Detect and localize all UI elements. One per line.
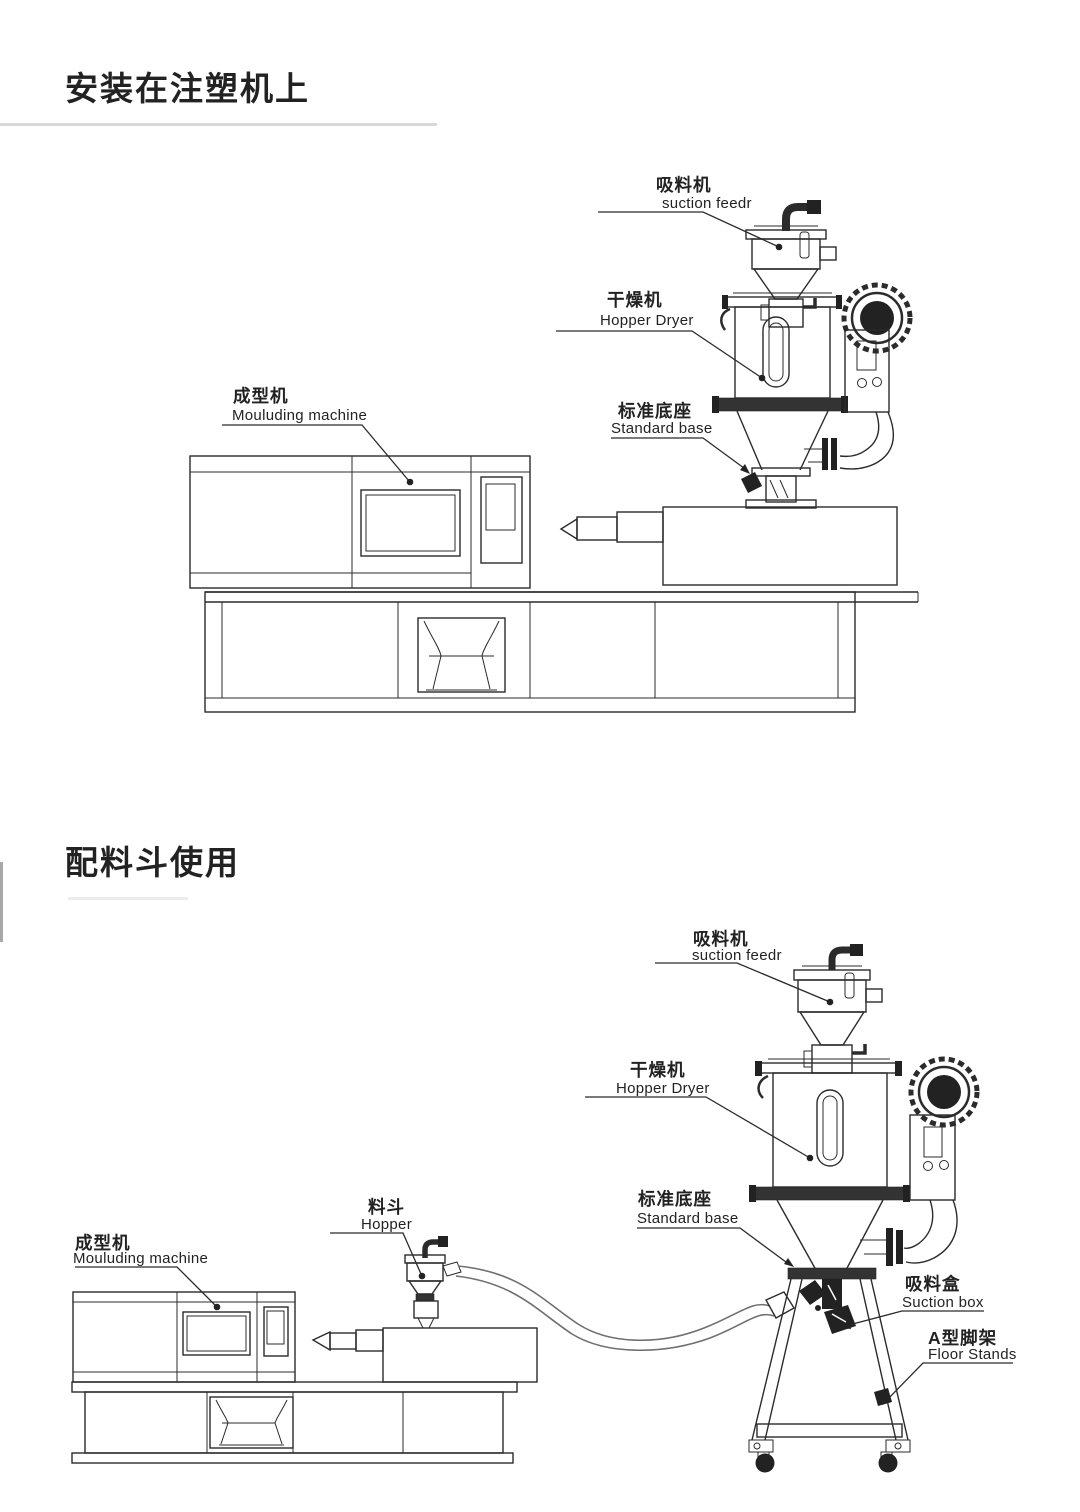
standard-base-bottom <box>787 1267 877 1280</box>
dryer-flange-top <box>715 397 845 412</box>
label-en: Standard base <box>637 1210 738 1227</box>
label-hopper-dryer-top: 干燥机 Hopper Dryer <box>556 290 766 382</box>
injection-unit-top <box>559 506 898 586</box>
control-knob <box>872 377 882 387</box>
machine-base-bottom <box>71 1381 518 1464</box>
blower-top <box>841 282 913 354</box>
base-funnel-panel <box>417 617 506 693</box>
control-knob <box>857 378 867 388</box>
label-hopper: 料斗 Hopper <box>330 1197 426 1280</box>
air-pipe-bottom <box>860 1199 958 1266</box>
label-en: Mouluding machine <box>73 1250 208 1267</box>
control-display-bottom <box>923 1126 943 1158</box>
label-suction-box: 吸料盒 Suction box <box>841 1274 984 1329</box>
feeder-pipe-cap <box>807 200 821 214</box>
sight-glass-top <box>762 316 790 388</box>
stand-crossbar <box>756 1423 903 1438</box>
caster-wheel <box>878 1451 898 1473</box>
label-en: Suction box <box>902 1294 984 1311</box>
injection-unit-bottom <box>311 1327 538 1383</box>
label-en: Floor Stands <box>928 1346 1017 1363</box>
air-pipe-top <box>804 411 895 470</box>
faint-smudge-bottom <box>68 897 188 900</box>
label-floor-stands: A型脚架 Floor Stands <box>882 1328 1017 1405</box>
label-zh: 料斗 <box>368 1197 405 1217</box>
label-en: Hopper Dryer <box>600 312 694 329</box>
label-en: Standard base <box>611 420 712 437</box>
machine-door-window <box>360 489 461 557</box>
label-zh: 标准底座 <box>637 1189 712 1209</box>
standard-base-top <box>741 467 817 509</box>
diagram-mounted-on-machine: 吸料机 suction feedr 干燥机 Hopper Dryer 标准底座 … <box>189 175 919 713</box>
label-zh: 吸料机 <box>656 175 712 195</box>
hopper-dryer-drawing-top <box>712 200 913 509</box>
label-zh: 标准底座 <box>617 401 692 421</box>
hopper-drawing <box>404 1236 462 1329</box>
base-funnel-panel <box>209 1396 294 1449</box>
sight-glass-bottom <box>816 1089 844 1167</box>
moulding-machine-drawing-top <box>189 455 919 713</box>
blower-bottom <box>908 1056 980 1128</box>
control-display-top <box>856 340 877 371</box>
section-title-bottom: 配料斗使用 <box>65 844 240 881</box>
moulding-machine-drawing-bottom <box>71 1291 538 1464</box>
faint-divider-top <box>0 123 437 126</box>
label-zh: 成型机 <box>233 386 289 406</box>
machine-base-top <box>204 591 919 713</box>
label-suction-feeder-bottom: 吸料机 suction feedr <box>655 929 834 1006</box>
label-standard-base-bottom: 标准底座 Standard base <box>637 1189 794 1267</box>
label-moulding-machine-bottom: 成型机 Mouluding machine <box>73 1233 221 1311</box>
page-edge-mark <box>0 862 3 942</box>
label-moulding-machine-top: 成型机 Mouluding machine <box>222 386 414 486</box>
control-box-top <box>844 329 890 413</box>
labels-bottom: 吸料机 suction feedr 干燥机 Hopper Dryer 标准底座 … <box>73 929 1017 1405</box>
hose-connector <box>765 1291 795 1319</box>
label-zh: 成型机 <box>75 1233 131 1253</box>
label-en: Mouluding machine <box>232 407 367 424</box>
section-title-top: 安装在注塑机上 <box>65 70 310 107</box>
labels-top: 吸料机 suction feedr 干燥机 Hopper Dryer 标准底座 … <box>222 175 783 486</box>
control-knob <box>939 1160 949 1170</box>
control-knob <box>923 1161 933 1171</box>
label-en: suction feedr <box>692 947 782 964</box>
suction-feeder-bottom <box>793 944 883 1074</box>
diagram-with-hopper: 吸料机 suction feedr 干燥机 Hopper Dryer 标准底座 … <box>71 929 1017 1473</box>
label-en: Hopper Dryer <box>616 1080 710 1097</box>
control-box-bottom <box>909 1114 956 1201</box>
feed-hose <box>455 1265 795 1352</box>
label-zh: 吸料盒 <box>905 1274 961 1294</box>
label-en: Hopper <box>361 1216 412 1233</box>
label-zh: A型脚架 <box>928 1328 997 1348</box>
caster-wheel <box>755 1451 775 1473</box>
label-hopper-dryer-bottom: 干燥机 Hopper Dryer <box>585 1060 814 1162</box>
label-suction-feeder-top: 吸料机 suction feedr <box>598 175 783 251</box>
hopper-dryer-drawing-bottom <box>748 944 980 1473</box>
label-zh: 吸料机 <box>693 929 749 949</box>
label-zh: 干燥机 <box>607 290 663 310</box>
label-en: suction feedr <box>662 195 752 212</box>
dryer-body-top <box>712 292 848 471</box>
label-zh: 干燥机 <box>630 1060 686 1080</box>
dryer-flange-bottom <box>753 1186 907 1201</box>
machine-door-window <box>182 1311 251 1356</box>
suction-feeder-top <box>745 200 837 328</box>
dryer-body-bottom <box>749 1058 910 1271</box>
label-standard-base-top: 标准底座 Standard base <box>611 401 750 474</box>
